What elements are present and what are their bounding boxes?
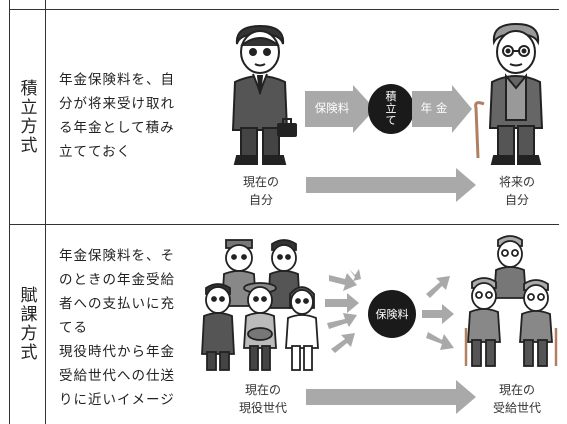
elderly-group-icon: [464, 235, 558, 367]
premium-arrow: [305, 85, 375, 133]
accumulation-circle-label: 積 立 て: [385, 90, 397, 127]
label-column-divider: [45, 0, 46, 424]
table-top-border: [9, 9, 559, 10]
elderly-man-icon: [488, 22, 544, 165]
generation-arrow: [306, 380, 476, 414]
caption-current-workers: 現在の 現役世代: [238, 383, 287, 415]
young-man-icon: [231, 24, 289, 165]
premium-pool-circle-label: 保険料: [375, 308, 409, 321]
row-divider: [9, 224, 559, 225]
row-label-text: 積立方式: [16, 78, 37, 155]
tsumitate-description: 年金保険料を、自 分が将来受け取れ る年金として積み 立てておく: [59, 72, 175, 160]
fuka-description: 年金保険料を、そ のときの年金受給 者への支払いに充 てる 現役時代から年金 受…: [59, 248, 175, 408]
inflow-arrows: [325, 269, 361, 353]
row-label-text: 賦課方式: [16, 286, 37, 362]
premium-pool-circle: 保険料: [368, 290, 416, 338]
pension-arrow-label: 年 金: [420, 101, 448, 115]
caption-current-self: 現在の 自分: [242, 175, 279, 207]
pension-arrow: [412, 85, 472, 133]
row-label-fuka: 賦課方式: [9, 224, 45, 424]
accumulation-circle: 積 立 て: [368, 84, 414, 134]
table-left-border: [9, 0, 10, 424]
briefcase-icon: [277, 118, 297, 137]
cane-icon: [474, 101, 485, 159]
future-arrow: [306, 168, 476, 202]
premium-arrow-label: 保険料: [314, 101, 350, 115]
outflow-arrows: [422, 276, 454, 350]
row-label-tsumitate: 積立方式: [9, 9, 45, 224]
working-generation-group-icon: [201, 239, 319, 371]
caption-current-recipients: 現在の 受給世代: [492, 383, 541, 415]
caption-future-self: 将来の 自分: [498, 175, 535, 207]
